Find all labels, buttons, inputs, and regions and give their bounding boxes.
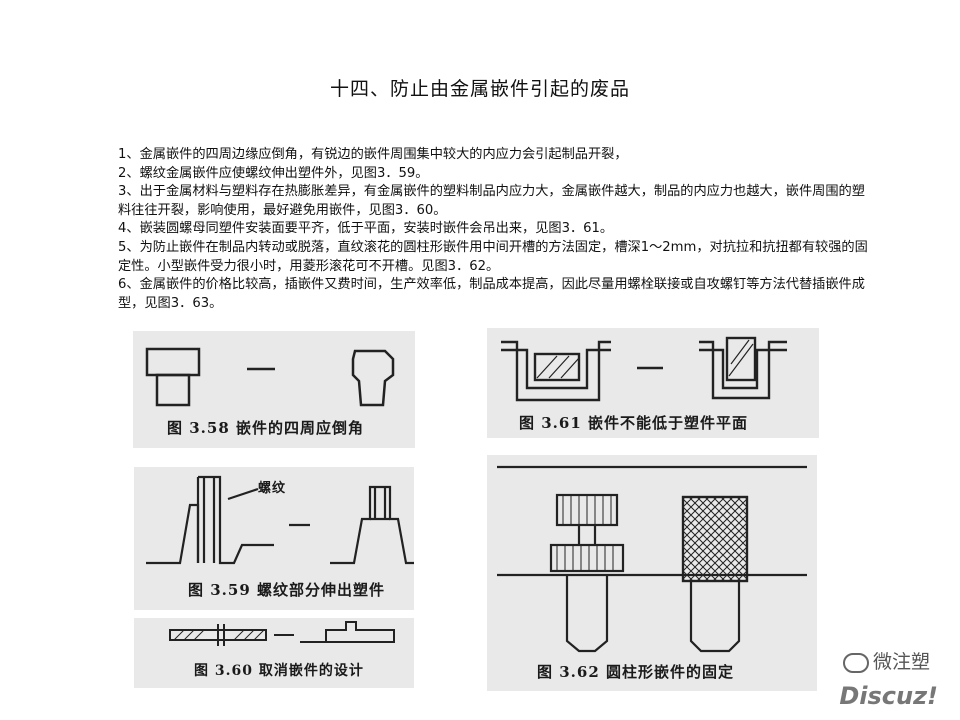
body-text: 1、金属嵌件的四周边缘应倒角，有锐边的嵌件周围集中较大的内应力会引起制品开裂， … [118, 146, 870, 313]
figure-3-60: 图 3.60 取消嵌件的设计 [134, 618, 414, 688]
figure-3-62-drawing [497, 465, 807, 653]
figure-3-62: 图 3.62 圆柱形嵌件的固定 [487, 455, 817, 691]
figure-3-59-caption: 图 3.59 螺纹部分伸出塑件 [188, 581, 385, 599]
figure-3-58: 图 3.58 嵌件的四周应倒角 [133, 331, 415, 448]
watermark-top-text: 微注塑 [872, 651, 930, 673]
figure-3-59: 螺纹 图 3.59 螺纹部分伸出塑件 [134, 467, 414, 610]
paragraph-2: 2、螺纹金属嵌件应使螺纹伸出塑件外，见图3．59。 [118, 165, 429, 181]
figure-3-61-drawing [501, 336, 787, 402]
watermark-bottom: Discuz! [839, 682, 938, 710]
figure-3-62-caption: 图 3.62 圆柱形嵌件的固定 [537, 663, 734, 681]
wechat-icon [842, 652, 869, 673]
figure-3-60-caption: 图 3.60 取消嵌件的设计 [194, 663, 364, 679]
figure-3-58-caption: 图 3.58 嵌件的四周应倒角 [167, 419, 364, 437]
figure-3-60-drawing [169, 621, 395, 646]
paragraph-3: 3、出于金属材料与塑料存在热膨胀差异，有金属嵌件的塑料制品内应力大，金属嵌件越大… [118, 184, 865, 218]
paragraph-1: 1、金属嵌件的四周边缘应倒角，有锐边的嵌件周围集中较大的内应力会引起制品开裂， [118, 147, 628, 162]
figure-3-58-drawing [145, 347, 395, 407]
figure-3-59-drawing [146, 475, 414, 565]
paragraph-5: 5、为防止嵌件在制品内转动或脱落，直纹滚花的圆柱形嵌件用中间开槽的方法固定，槽深… [118, 239, 868, 274]
page-title: 十四、防止由金属嵌件引起的废品 [329, 78, 630, 100]
paragraph-4: 4、嵌装圆螺母同塑件安装面要平齐，低于平面，安装时嵌件会吊出来，见图3．61。 [118, 221, 614, 237]
figure-3-61: 图 3.61 嵌件不能低于塑件平面 [487, 328, 819, 438]
watermark: 微注塑 Discuz! [788, 648, 938, 710]
watermark-top: 微注塑 [842, 647, 930, 674]
figure-3-59-label: 螺纹 [258, 481, 287, 496]
figure-3-61-caption: 图 3.61 嵌件不能低于塑件平面 [519, 414, 748, 432]
paragraph-6: 6、金属嵌件的价格比较高，插嵌件又费时间，生产效率低，制品成本提高，因此尽量用螺… [118, 277, 865, 311]
